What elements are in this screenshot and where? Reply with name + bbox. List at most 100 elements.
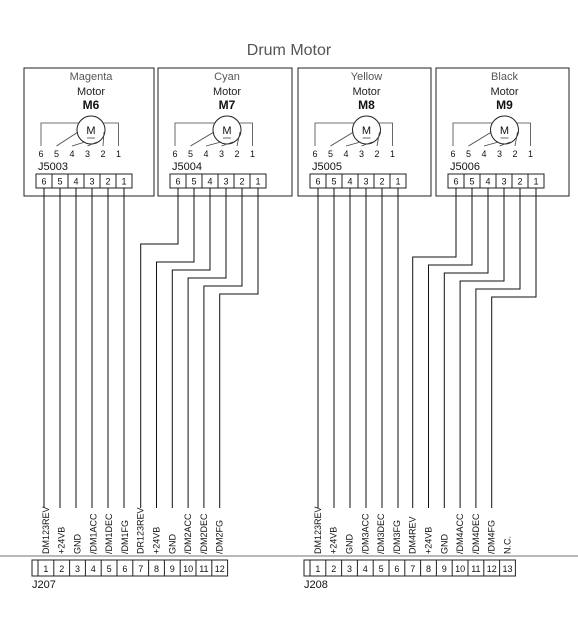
motor-color-label: Yellow <box>351 71 382 83</box>
motor-pin-number: 5 <box>188 149 193 159</box>
motor-pin-number: 6 <box>38 149 43 159</box>
board-pin-number: 8 <box>154 564 159 574</box>
signal-wire <box>412 188 457 508</box>
signal-wire <box>491 188 537 508</box>
motor-lead <box>103 122 119 146</box>
motor-lead <box>239 122 253 146</box>
board-pin-number: 10 <box>455 564 465 574</box>
signal-label: +24VB <box>329 527 339 554</box>
signal-label: +24VB <box>424 527 434 554</box>
strip-pin-number: 3 <box>223 177 228 187</box>
signal-wire <box>219 188 259 508</box>
motor-lead <box>56 131 79 147</box>
strip-pin-number: 3 <box>363 177 368 187</box>
signal-label: GND <box>345 534 355 555</box>
motor-color-label: Black <box>491 71 518 83</box>
motor-symbol-letter: M <box>500 125 509 137</box>
signal-label: /DM4DEC <box>471 513 481 554</box>
board-pin-number: 2 <box>59 564 64 574</box>
motor-lead <box>514 131 518 147</box>
signal-label: +24VB <box>152 527 162 554</box>
board-pin-number: 6 <box>394 564 399 574</box>
board-pin-number: 5 <box>379 564 384 574</box>
motor-symbol-letter: M <box>222 125 231 137</box>
strip-pin-number: 6 <box>175 177 180 187</box>
motor-pin-number: 1 <box>528 149 533 159</box>
strip-pin-number: 6 <box>41 177 46 187</box>
motor-pin-number: 4 <box>481 149 486 159</box>
motor-pin-number: 1 <box>390 149 395 159</box>
motor-lead <box>499 141 511 147</box>
board-pin-number: 4 <box>363 564 368 574</box>
board-pin-number: 9 <box>442 564 447 574</box>
board-connector-housing <box>303 559 516 577</box>
signal-wire <box>203 188 243 508</box>
motor-pin-number: 6 <box>450 149 455 159</box>
motor-symbol-letter: M <box>362 125 371 137</box>
board-pin-number: 12 <box>487 564 497 574</box>
motor-pin-number: 2 <box>374 149 379 159</box>
board-pin-number: 12 <box>215 564 225 574</box>
motor-word-label: Motor <box>490 86 518 98</box>
strip-pin-number: 5 <box>191 177 196 187</box>
board-pin-number: 13 <box>502 564 512 574</box>
signal-label: /DM1ACC <box>88 513 98 554</box>
board-pin-number: 1 <box>315 564 320 574</box>
signal-label: DM4REV <box>408 516 418 554</box>
motor-pin-number: 6 <box>172 149 177 159</box>
motor-pin-number: 1 <box>250 149 255 159</box>
motor-lead <box>314 122 355 146</box>
motor-id-label: M9 <box>496 98 513 112</box>
motor-id-label: M7 <box>219 98 236 112</box>
signal-label: GND <box>439 534 449 555</box>
signal-label: /DM1FG <box>120 520 130 554</box>
board-connector-housing <box>31 559 229 577</box>
strip-pin-number: 6 <box>453 177 458 187</box>
motor-pin-number: 3 <box>219 149 224 159</box>
board-pin-number: 5 <box>107 564 112 574</box>
board-pin-number: 11 <box>471 564 480 574</box>
board-connector-name: J208 <box>304 579 328 591</box>
motor-lead <box>452 122 493 146</box>
signal-label: /DM1DEC <box>104 513 114 554</box>
motor-pin-number: 6 <box>312 149 317 159</box>
motor-connector-name: J5003 <box>38 161 68 173</box>
strip-pin-number: 6 <box>315 177 320 187</box>
strip-pin-number: 5 <box>469 177 474 187</box>
motor-lead <box>205 141 222 147</box>
strip-pin-number: 1 <box>395 177 400 187</box>
strip-pin-number: 3 <box>501 177 506 187</box>
motor-symbol-icon <box>76 115 106 145</box>
motor-pin-number: 2 <box>512 149 517 159</box>
motor-lead <box>468 131 492 147</box>
strip-pin-number: 1 <box>255 177 260 187</box>
signal-label: /DM3DEC <box>376 513 386 554</box>
motor-connector-name: J5006 <box>450 161 480 173</box>
motor-pin-number: 3 <box>85 149 90 159</box>
motor-lead <box>221 141 234 147</box>
signal-label: /DM2DEC <box>199 513 209 554</box>
motor-id-label: M6 <box>83 98 100 112</box>
motor-lead <box>40 122 79 146</box>
motor-box <box>435 67 570 197</box>
signal-wire <box>171 188 211 508</box>
strip-pin-number: 5 <box>57 177 62 187</box>
signal-label: N.C. <box>503 536 513 554</box>
signal-wire <box>187 188 227 508</box>
wires <box>43 188 537 508</box>
signal-wire <box>156 188 195 508</box>
strip-pin-number: 1 <box>121 177 126 187</box>
board-pin-number: 9 <box>170 564 175 574</box>
board-connector-name: J207 <box>32 579 56 591</box>
motor-pin-number: 4 <box>69 149 74 159</box>
strip-pin-number: 2 <box>379 177 384 187</box>
motor-lead <box>345 141 361 147</box>
motor-lead <box>376 131 380 147</box>
strip-pin-number: 1 <box>533 177 538 187</box>
signal-wire <box>428 188 473 508</box>
strip-pin-number: 2 <box>105 177 110 187</box>
strip-pin-number: 4 <box>207 177 212 187</box>
board-pin-number: 7 <box>410 564 415 574</box>
